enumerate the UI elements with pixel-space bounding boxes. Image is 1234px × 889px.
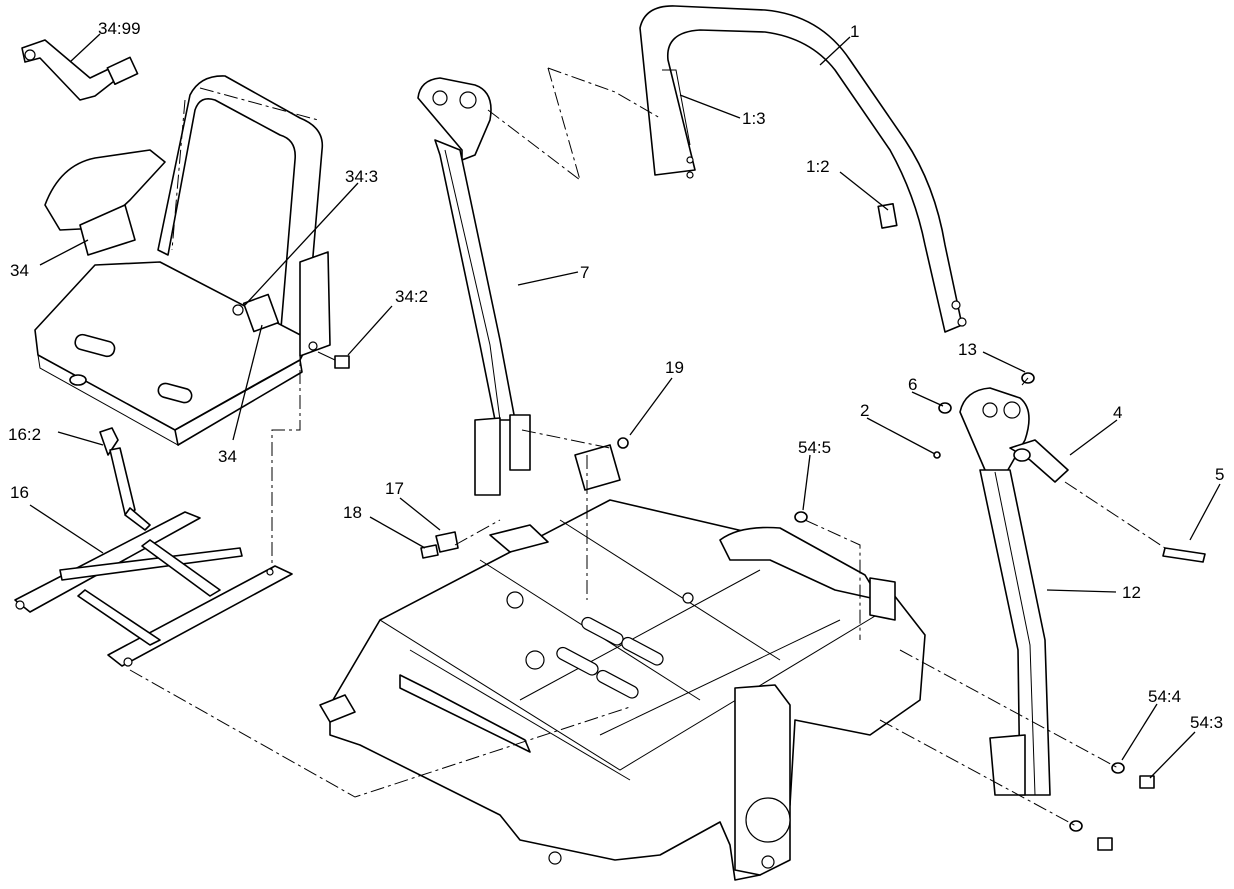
seat-slide-assembly xyxy=(14,427,293,667)
callout-13: 13 xyxy=(958,340,977,359)
assembly-lines xyxy=(129,67,1166,827)
callout-16-2: 16:2 xyxy=(8,425,41,444)
callout-34-bottom: 34 xyxy=(218,447,237,466)
bolt-34-2 xyxy=(317,351,350,369)
callout-34-99: 34:99 xyxy=(98,19,141,38)
roll-bar-hoop xyxy=(639,5,967,333)
roll-bar-left-upright xyxy=(417,77,531,496)
callout-6: 6 xyxy=(908,375,917,394)
main-frame xyxy=(319,444,926,881)
callout-7: 7 xyxy=(580,263,589,282)
callout-34-2: 34:2 xyxy=(395,287,428,306)
callout-labels: 34:99 1 1:3 1:2 34:3 34 7 34:2 13 19 6 2… xyxy=(8,19,1224,732)
callout-54-5: 54:5 xyxy=(798,438,831,457)
callout-1-3: 1:3 xyxy=(742,109,766,128)
seat-belt-part xyxy=(21,39,139,101)
leader-lines xyxy=(29,33,1221,779)
callout-16: 16 xyxy=(10,483,29,502)
callout-12: 12 xyxy=(1122,583,1141,602)
callout-17: 17 xyxy=(385,479,404,498)
callout-2: 2 xyxy=(860,401,869,420)
callout-4: 4 xyxy=(1113,403,1122,422)
callout-34-3: 34:3 xyxy=(345,167,378,186)
callout-18: 18 xyxy=(343,503,362,522)
callout-5: 5 xyxy=(1215,465,1224,484)
roll-bar-right-upright xyxy=(959,387,1069,796)
callout-1: 1 xyxy=(850,22,859,41)
callout-19: 19 xyxy=(665,358,684,377)
callout-54-4: 54:4 xyxy=(1148,687,1181,706)
callout-54-3: 54:3 xyxy=(1190,713,1223,732)
callout-34-left: 34 xyxy=(10,261,29,280)
seat-assembly xyxy=(34,75,331,446)
callout-1-2: 1:2 xyxy=(806,157,830,176)
hardware-nuts-bolts xyxy=(420,372,1206,851)
